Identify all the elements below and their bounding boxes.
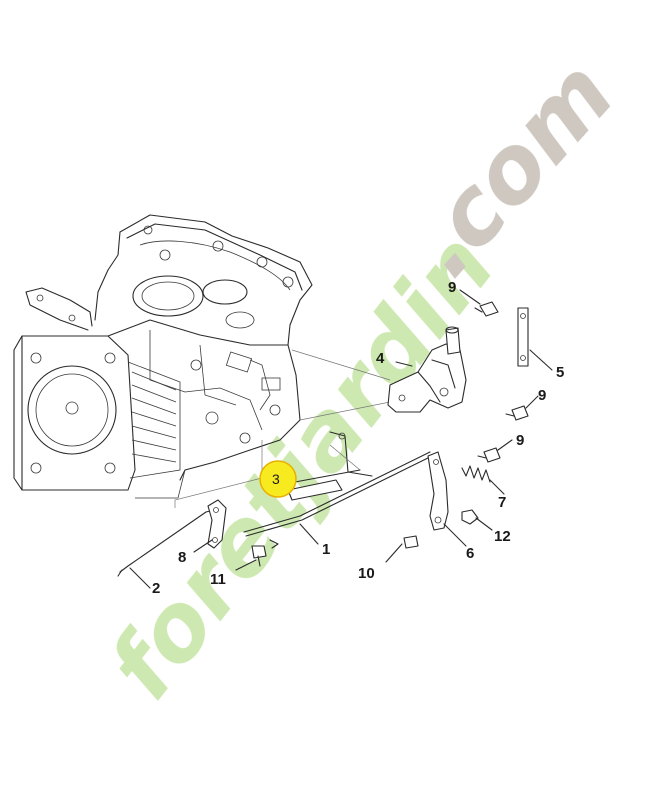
- callout-12[interactable]: 12: [494, 528, 511, 545]
- bolt-9-low: [477, 439, 513, 463]
- watermark-domain: .com: [389, 40, 635, 296]
- part-12-nut: [461, 509, 493, 531]
- callout-11[interactable]: 11: [210, 571, 226, 588]
- part-3-plate: [287, 469, 361, 501]
- assembly-guides: [174, 349, 401, 508]
- callout-9-low[interactable]: 9: [516, 432, 524, 449]
- part-4-bracket: [387, 326, 467, 413]
- part-7-spring: [461, 465, 505, 495]
- callout-1[interactable]: 1: [322, 541, 330, 558]
- engine-block: [13, 214, 373, 499]
- watermark: foretjardin .com: [88, 40, 635, 718]
- callout-3[interactable]: 3: [272, 471, 280, 487]
- part-8-lever: [193, 499, 227, 553]
- callout-6[interactable]: 6: [466, 545, 474, 562]
- callout-9-mid[interactable]: 9: [538, 387, 546, 404]
- callout-8[interactable]: 8: [178, 549, 186, 566]
- bolt-9-mid: [505, 395, 539, 421]
- part-11-screw: [235, 545, 267, 571]
- callout-9-top[interactable]: 9: [448, 279, 456, 296]
- part-5-rod: [517, 307, 553, 371]
- callout-4[interactable]: 4: [376, 350, 385, 367]
- part-6-lever: [427, 451, 467, 547]
- callout-5[interactable]: 5: [556, 364, 564, 381]
- callout-3-highlight[interactable]: [259, 460, 297, 498]
- callout-7[interactable]: 7: [498, 494, 506, 511]
- part-9-bolts: [459, 289, 539, 463]
- part-1-rod: [243, 451, 433, 549]
- callout-10[interactable]: 10: [358, 565, 375, 582]
- callouts: 1 2 3 4 5 6 7 8 9 9 9 10 11 12: [152, 279, 564, 597]
- callout-2[interactable]: 2: [152, 580, 160, 597]
- bolt-9-top: [459, 289, 499, 317]
- part-10-pin: [385, 535, 419, 563]
